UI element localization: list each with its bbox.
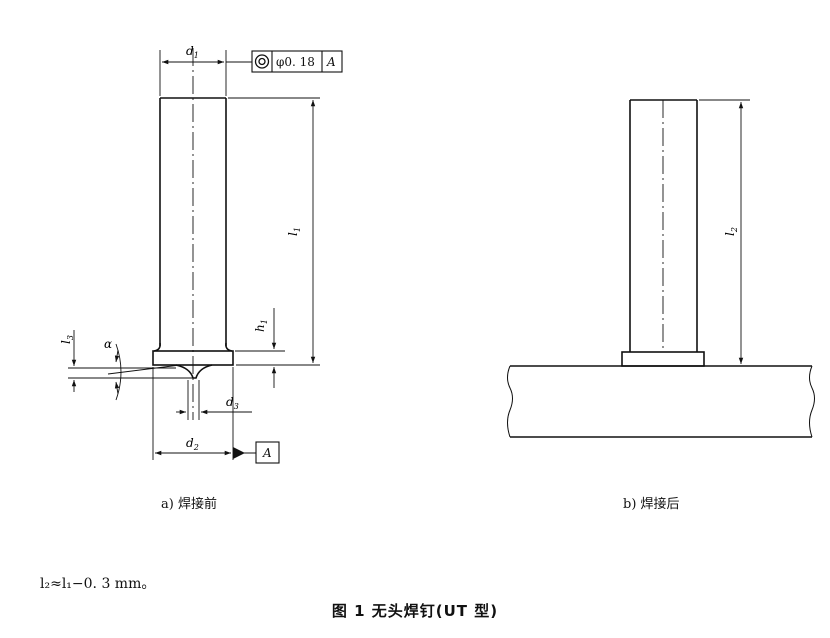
dim-h1	[235, 308, 285, 388]
label-d2: d2	[186, 436, 199, 452]
base-plate	[507, 365, 815, 438]
label-h1: h1	[253, 319, 269, 332]
label-l2: l2	[723, 227, 739, 236]
caption-before-welding: a) 焊接前	[161, 497, 217, 512]
tolerance-datum: A	[326, 55, 336, 69]
dim-l2	[699, 99, 750, 367]
datum-box	[255, 441, 280, 464]
tolerance-value: φ0. 18	[276, 55, 315, 69]
datum-letter: A	[262, 446, 272, 460]
label-l3: l3	[59, 335, 75, 344]
label-alpha: α	[104, 337, 112, 351]
length-note: l₂≈l₁−0. 3 mm。	[40, 576, 156, 592]
stud-after-welding	[621, 99, 705, 367]
figure-title: 图 1 无头焊钉(UT 型)	[331, 602, 499, 620]
dim-d2	[152, 367, 256, 460]
dim-d3	[176, 380, 252, 420]
dim-l1	[228, 97, 320, 366]
dim-d1	[159, 50, 252, 96]
label-l1: l1	[286, 227, 302, 236]
tolerance-frame: φ0. 18 A	[251, 50, 343, 73]
caption-after-welding: b) 焊接后	[623, 497, 680, 512]
datum-triangle	[233, 447, 245, 459]
label-d1: d1	[186, 44, 199, 60]
label-d3: d3	[226, 395, 239, 411]
concentricity-icon	[254, 54, 270, 69]
dim-l3	[68, 330, 193, 401]
